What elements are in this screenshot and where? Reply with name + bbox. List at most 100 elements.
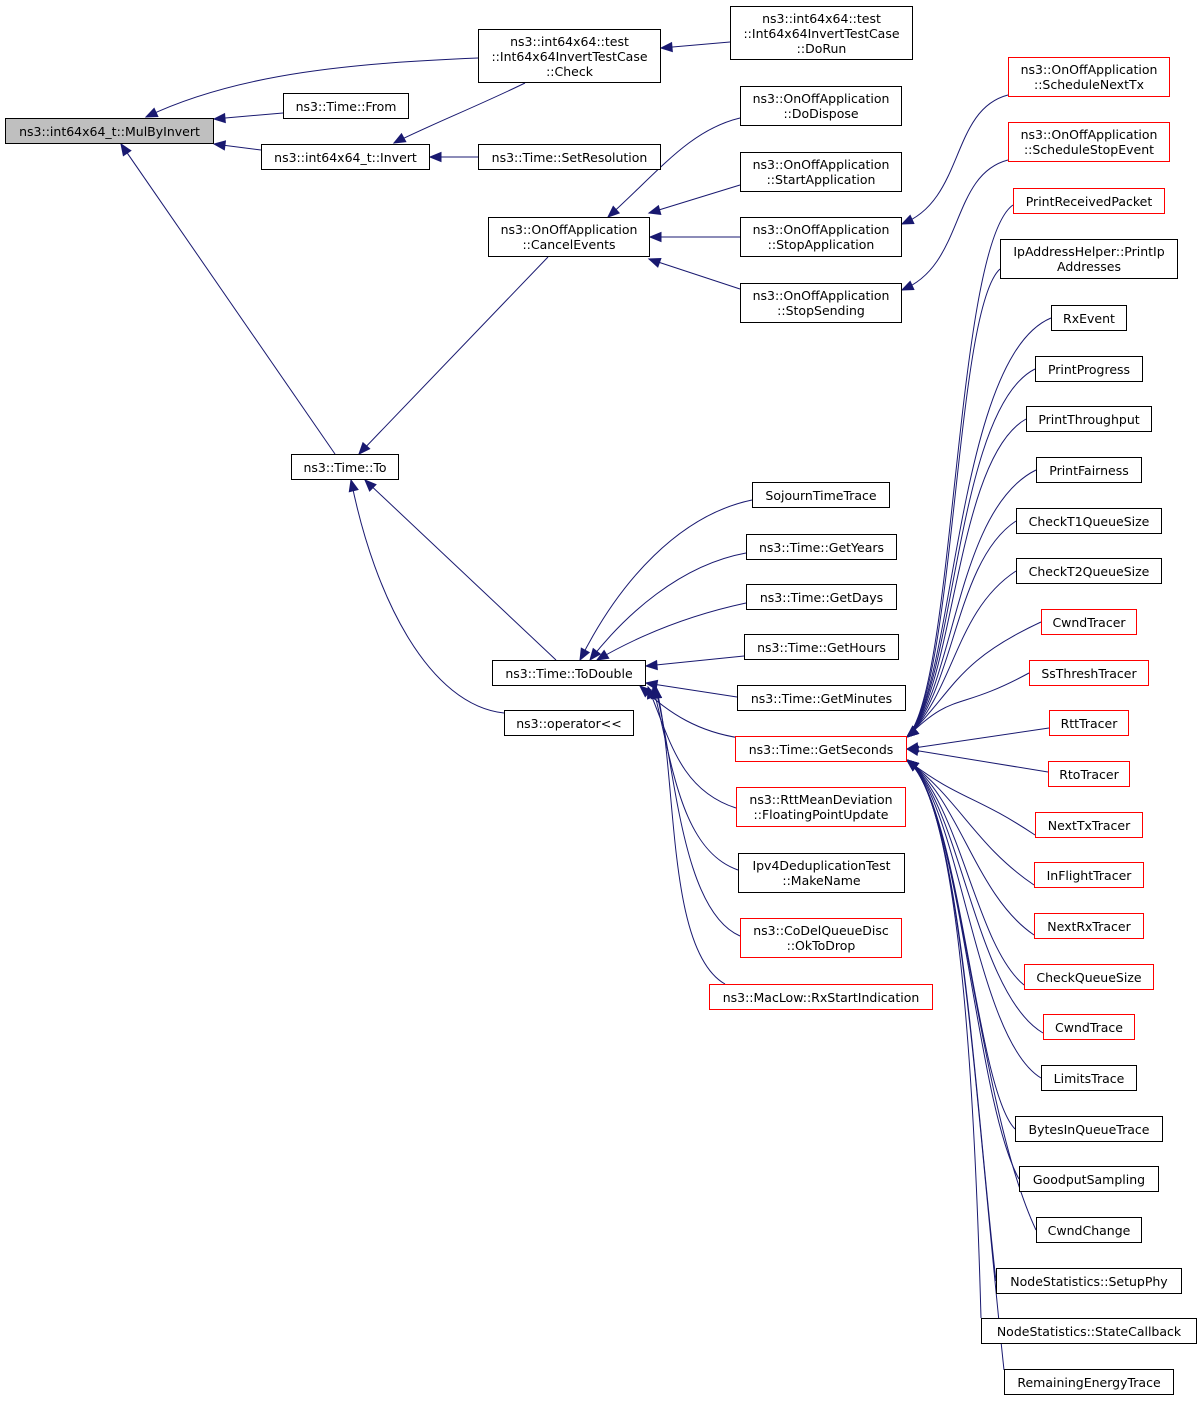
- node-maclow[interactable]: ns3::MacLow::RxStartIndication: [709, 984, 933, 1010]
- node-check[interactable]: ns3::int64x64::test ::Int64x64InvertTest…: [478, 29, 661, 83]
- node-setresolution[interactable]: ns3::Time::SetResolution: [478, 144, 661, 170]
- edge-todouble-to: [364, 479, 557, 661]
- node-schedstopevent[interactable]: ns3::OnOffApplication ::ScheduleStopEven…: [1008, 122, 1170, 162]
- node-ipaddr[interactable]: IpAddressHelper::PrintIp Addresses: [1000, 239, 1178, 279]
- arrowhead-setresolution-invert: [428, 151, 442, 163]
- node-gethours[interactable]: ns3::Time::GetHours: [744, 634, 899, 660]
- node-printrecv[interactable]: PrintReceivedPacket: [1013, 188, 1165, 214]
- arrowhead-invert-mulbyinvert: [212, 140, 227, 151]
- node-schednexttx[interactable]: ns3::OnOffApplication ::ScheduleNextTx: [1008, 57, 1170, 97]
- node-cwndtracer[interactable]: CwndTracer: [1041, 609, 1137, 635]
- edge-remaining-getseconds: [906, 759, 1005, 1371]
- arrowhead-remaining-getseconds: [905, 759, 920, 772]
- node-getseconds[interactable]: ns3::Time::GetSeconds: [735, 736, 907, 762]
- edge-checkqueue-getseconds: [906, 759, 1025, 986]
- edge-rxevent-getseconds: [906, 317, 1052, 738]
- edge-printfairness-getseconds: [906, 469, 1037, 738]
- node-codel[interactable]: ns3::CoDelQueueDisc ::OkToDrop: [740, 918, 902, 958]
- node-printfairness[interactable]: PrintFairness: [1036, 457, 1142, 483]
- edge-cwndtrace-getseconds: [906, 759, 1044, 1034]
- edge-maclow-todouble: [655, 686, 726, 985]
- edge-stopapp-schednexttx: [901, 94, 1009, 225]
- node-ipv4dedup[interactable]: Ipv4DeduplicationTest ::MakeName: [738, 853, 905, 893]
- node-nextrx[interactable]: NextRxTracer: [1034, 913, 1144, 939]
- arrowhead-dorun-check: [659, 41, 673, 53]
- arrowhead-dodispose-cancelevents: [607, 205, 621, 218]
- node-startapp[interactable]: ns3::OnOffApplication ::StartApplication: [740, 152, 902, 192]
- node-getyears[interactable]: ns3::Time::GetYears: [746, 534, 897, 560]
- edge-bytesinqueue-getseconds: [906, 759, 1016, 1130]
- arrowhead-todouble-to: [364, 479, 377, 492]
- edge-sojourn-todouble: [579, 499, 753, 661]
- node-goodput[interactable]: GoodputSampling: [1019, 1166, 1159, 1192]
- edge-check-invert: [393, 82, 526, 144]
- edge-getyears-todouble: [589, 552, 747, 661]
- node-todouble[interactable]: ns3::Time::ToDouble: [492, 660, 646, 686]
- node-printprogress[interactable]: PrintProgress: [1035, 356, 1143, 382]
- arrowhead-check-mulbyinvert: [144, 107, 159, 118]
- arrowhead-stopapp-schednexttx: [900, 214, 915, 225]
- node-getminutes[interactable]: ns3::Time::GetMinutes: [737, 685, 906, 711]
- edge-checkt1-getseconds: [906, 520, 1017, 738]
- arrowhead-gethours-todouble: [644, 659, 658, 671]
- node-ssthresh[interactable]: SsThreshTracer: [1029, 660, 1149, 686]
- node-checkqueue[interactable]: CheckQueueSize: [1024, 964, 1154, 990]
- edge-codel-todouble: [654, 686, 741, 937]
- node-cancelevents[interactable]: ns3::OnOffApplication ::CancelEvents: [488, 217, 650, 257]
- node-stopsending[interactable]: ns3::OnOffApplication ::StopSending: [740, 283, 902, 323]
- edge-setupphy-getseconds: [906, 759, 997, 1282]
- node-setupphy[interactable]: NodeStatistics::SetupPhy: [996, 1268, 1182, 1294]
- node-invert[interactable]: ns3::int64x64_t::Invert: [261, 144, 430, 170]
- node-limits[interactable]: LimitsTrace: [1041, 1065, 1137, 1091]
- edge-check-mulbyinvert: [145, 57, 479, 118]
- edge-getminutes-todouble: [645, 682, 738, 698]
- node-bytesinqueue[interactable]: BytesInQueueTrace: [1015, 1116, 1163, 1142]
- node-remaining[interactable]: RemainingEnergyTrace: [1004, 1369, 1174, 1395]
- arrowhead-stopsending-cancelevents: [647, 258, 662, 268]
- arrowhead-ssthresh-getseconds: [905, 725, 920, 738]
- edge-cancelevents-to: [358, 256, 549, 455]
- arrowhead-sojourn-todouble: [579, 647, 591, 662]
- node-statecallback[interactable]: NodeStatistics::StateCallback: [981, 1318, 1197, 1344]
- edge-printrecv-getseconds: [906, 204, 1014, 738]
- arrowhead-check-invert: [392, 132, 407, 144]
- arrowhead-stopapp-cancelevents: [648, 231, 662, 243]
- node-checkt1[interactable]: CheckT1QueueSize: [1016, 508, 1162, 534]
- node-sojourn[interactable]: SojournTimeTrace: [752, 482, 890, 508]
- node-rtttracer[interactable]: RttTracer: [1049, 710, 1129, 736]
- edge-printthroughput-getseconds: [906, 418, 1027, 738]
- node-mulbyinvert: ns3::int64x64_t::MulByInvert: [5, 118, 214, 144]
- edge-dorun-check: [660, 41, 731, 49]
- node-stopapp[interactable]: ns3::OnOffApplication ::StopApplication: [740, 217, 902, 257]
- node-printthroughput[interactable]: PrintThroughput: [1026, 406, 1152, 432]
- node-getdays[interactable]: ns3::Time::GetDays: [746, 584, 897, 610]
- edge-gethours-todouble: [645, 655, 745, 667]
- node-inflight[interactable]: InFlightTracer: [1034, 862, 1144, 888]
- node-dorun[interactable]: ns3::int64x64::test ::Int64x64InvertTest…: [730, 6, 913, 60]
- edge-ssthresh-getseconds: [906, 672, 1030, 738]
- node-nexttx[interactable]: NextTxTracer: [1035, 812, 1143, 838]
- edge-rtotracer-getseconds: [906, 748, 1049, 773]
- edge-checkt2-getseconds: [906, 570, 1017, 738]
- arrowhead-stopsending-schedstopevent: [900, 280, 915, 291]
- arrowhead-cancelevents-to: [358, 441, 371, 455]
- edge-printprogress-getseconds: [906, 368, 1036, 738]
- node-rttmean[interactable]: ns3::RttMeanDeviation ::FloatingPointUpd…: [736, 787, 906, 827]
- edge-nexttx-getseconds: [906, 759, 1036, 836]
- node-cwndtrace[interactable]: CwndTrace: [1043, 1014, 1135, 1040]
- edge-inflight-getseconds: [906, 759, 1035, 886]
- node-rtotracer[interactable]: RtoTracer: [1048, 761, 1130, 787]
- node-to[interactable]: ns3::Time::To: [291, 454, 399, 480]
- edge-limits-getseconds: [906, 759, 1042, 1079]
- node-checkt2[interactable]: CheckT2QueueSize: [1016, 558, 1162, 584]
- node-rxevent[interactable]: RxEvent: [1051, 305, 1127, 331]
- node-dodispose[interactable]: ns3::OnOffApplication ::DoDispose: [740, 86, 902, 126]
- arrowhead-operator-to: [348, 478, 359, 493]
- arrowhead-getyears-todouble: [589, 647, 602, 662]
- arrowhead-rtotracer-getseconds: [905, 745, 920, 757]
- edge-startapp-cancelevents: [648, 184, 741, 214]
- node-from[interactable]: ns3::Time::From: [283, 93, 409, 119]
- node-cwndchange[interactable]: CwndChange: [1036, 1217, 1142, 1243]
- node-operator[interactable]: ns3::operator<<: [504, 710, 634, 736]
